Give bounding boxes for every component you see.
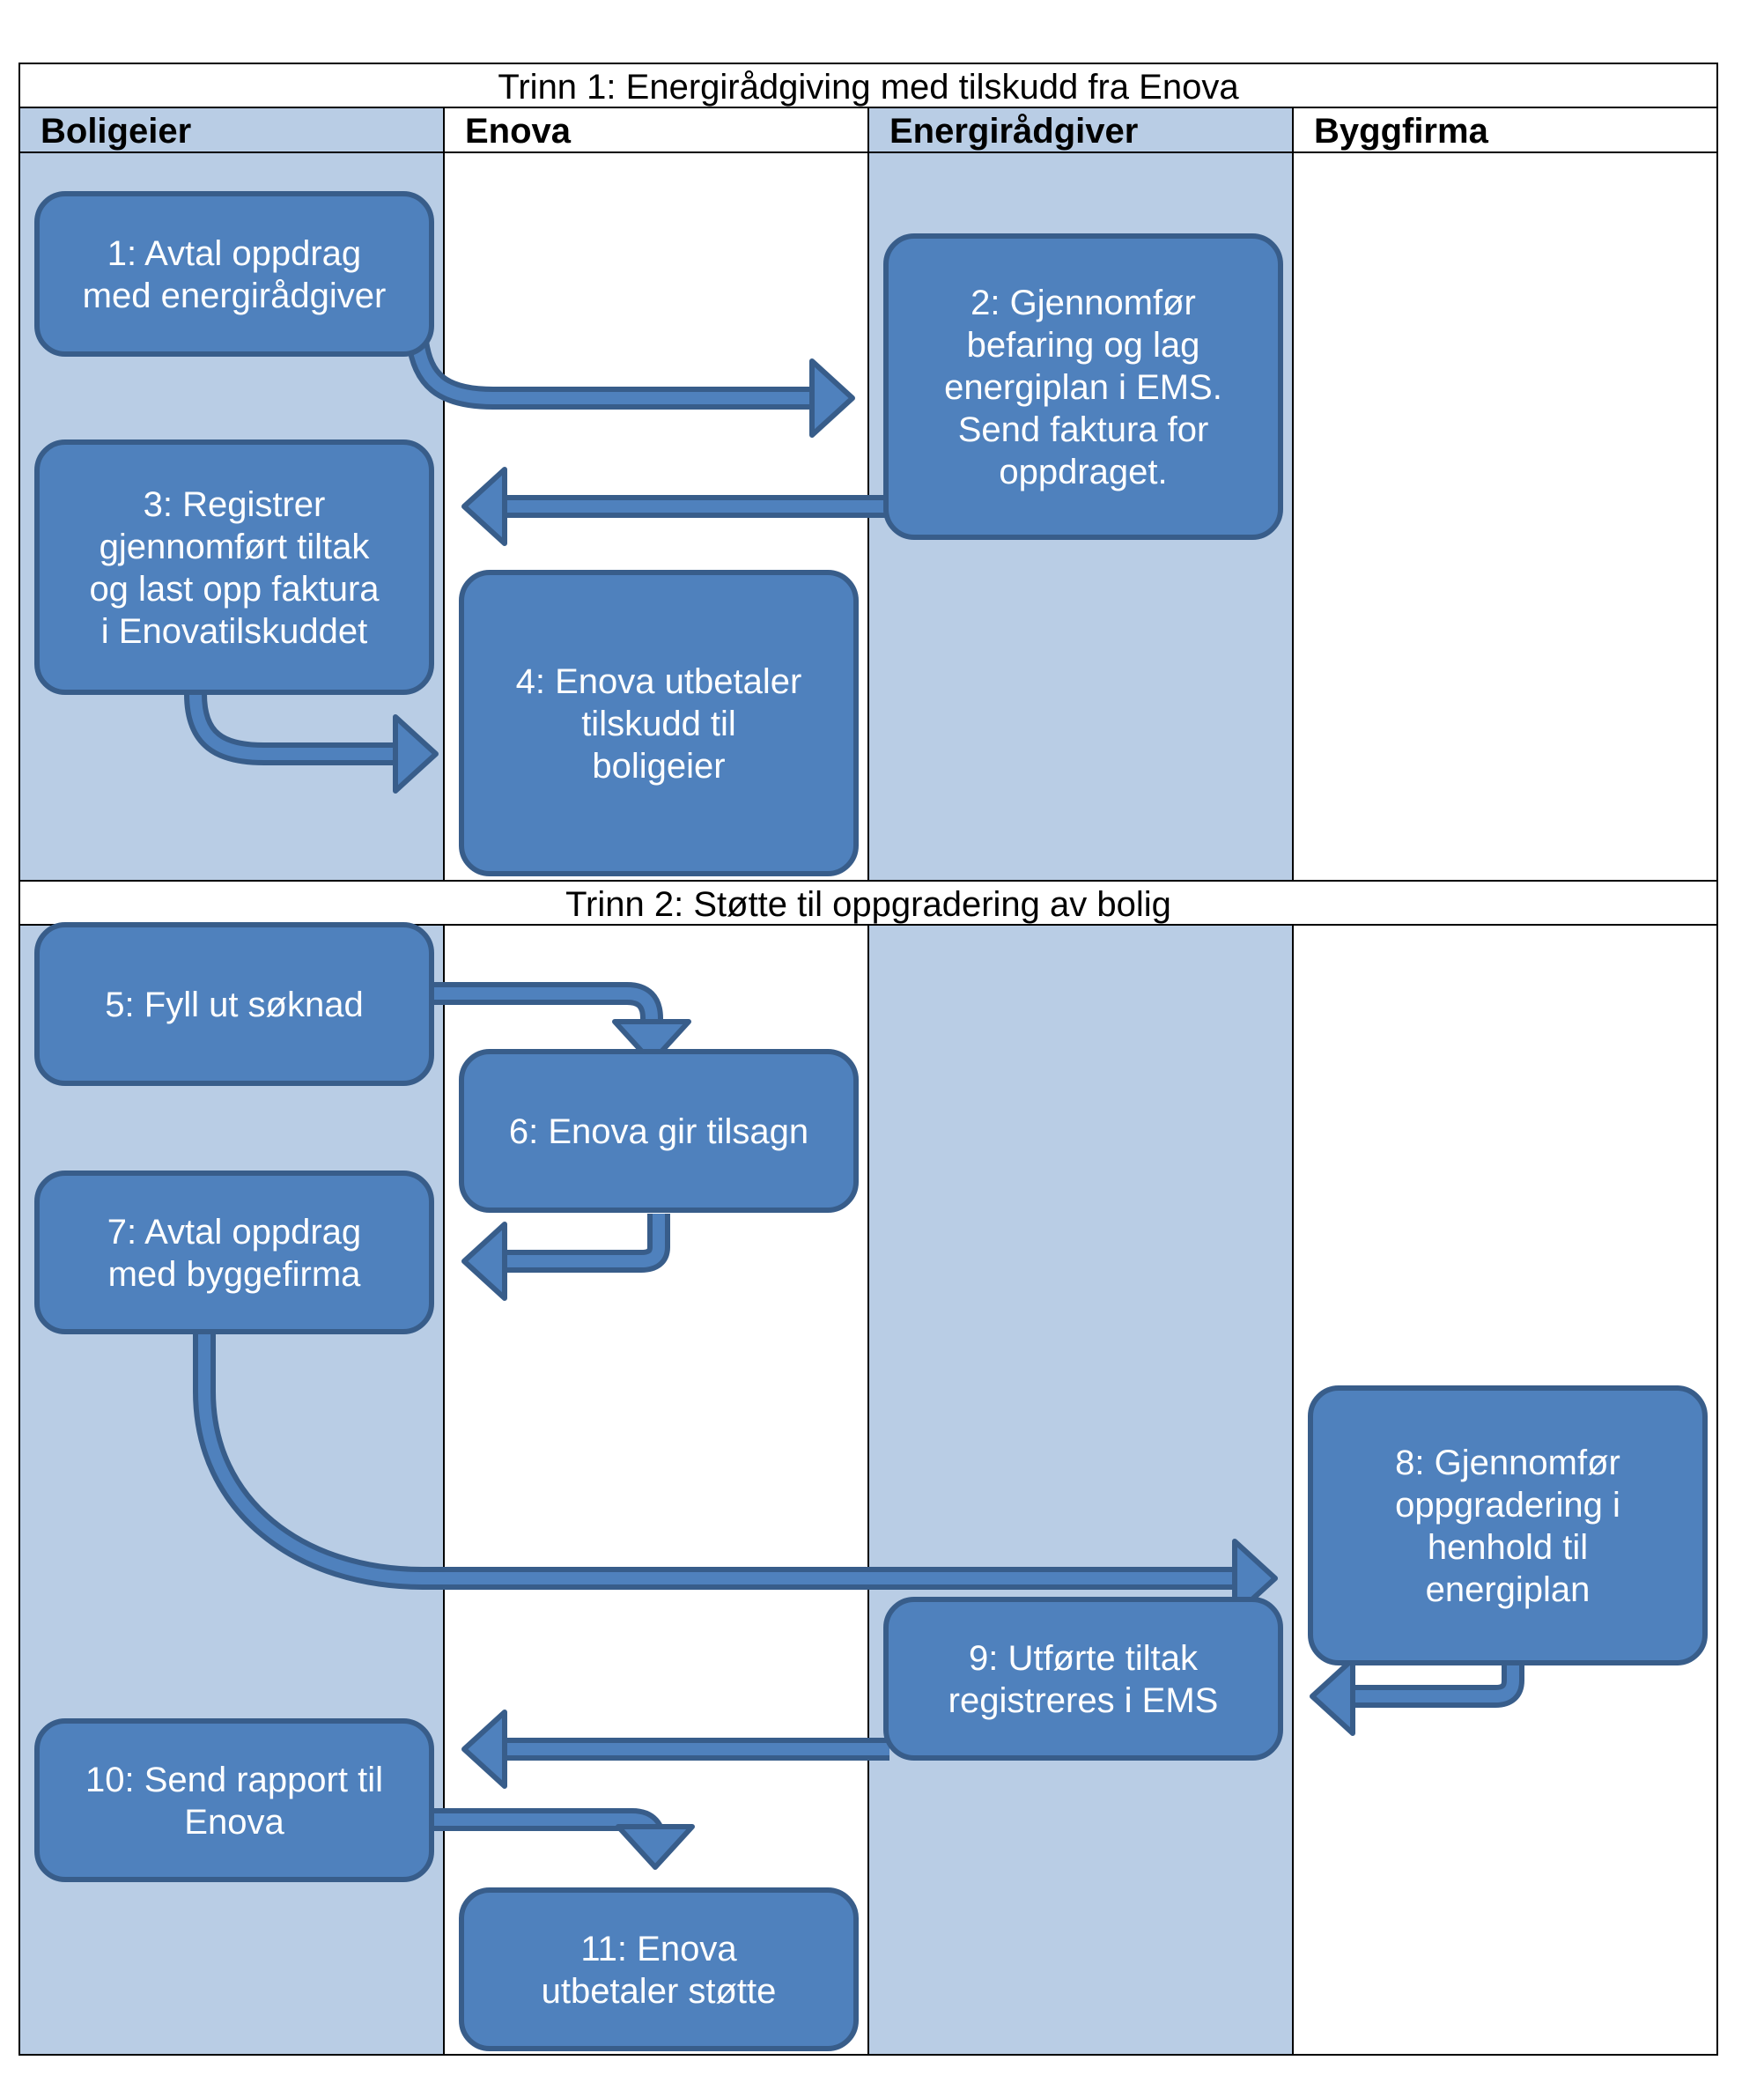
arrow-shaft bbox=[499, 1214, 665, 1267]
arrow-head bbox=[616, 1824, 695, 1870]
lane-header-energiradgiver: Energirådgiver bbox=[889, 112, 1138, 151]
flow-arrow-3-to-4 bbox=[184, 693, 439, 794]
arrow-shaft bbox=[189, 693, 401, 760]
step-11-text-line: utbetaler støtte bbox=[542, 1972, 777, 2011]
step-2-text-line: energiplan i EMS. bbox=[944, 368, 1222, 407]
arrow-shaft-outline bbox=[406, 339, 817, 410]
step-7-text-line: 7: Avtal oppdrag bbox=[107, 1213, 361, 1252]
step-5-text-line: 5: Fyll ut søknad bbox=[105, 986, 363, 1024]
step-1-text-line: 1: Avtal oppdrag bbox=[107, 234, 361, 273]
arrow-shaft-outline bbox=[499, 1214, 670, 1273]
arrow-head bbox=[461, 1222, 507, 1301]
step-4-text-line: tilskudd til bbox=[581, 705, 736, 743]
step-11-text-line: 11: Enova bbox=[580, 1930, 737, 1968]
step-2-box bbox=[883, 233, 1283, 540]
flow-arrow-6-to-7 bbox=[461, 1214, 670, 1301]
lane-header-boligeier: Boligeier bbox=[41, 112, 191, 151]
step-2-text-line: Send faktura for bbox=[958, 410, 1209, 449]
step-8-box bbox=[1308, 1385, 1708, 1665]
arrow-head bbox=[461, 1710, 507, 1789]
step-8-text-line: energiplan bbox=[1426, 1570, 1591, 1609]
lane-header-byggfirma: Byggfirma bbox=[1314, 112, 1489, 151]
flow-arrow-10-to-11 bbox=[428, 1808, 695, 1870]
arrow-shaft bbox=[1347, 1656, 1519, 1702]
arrow-head bbox=[809, 358, 855, 438]
step-9-text-line: registreres i EMS bbox=[948, 1681, 1219, 1720]
stage-2-title: Trinn 2: Støtte til oppgradering av boli… bbox=[565, 885, 1171, 924]
arrow-head bbox=[612, 1019, 691, 1065]
step-3-text-line: i Enovatilskuddet bbox=[101, 612, 367, 651]
step-1-box bbox=[34, 191, 434, 357]
step-10-box bbox=[34, 1718, 434, 1882]
step-7-text-line: med byggefirma bbox=[108, 1255, 362, 1294]
arrow-shaft bbox=[428, 987, 658, 1027]
step-8-text-line: henhold til bbox=[1428, 1528, 1588, 1567]
step-5: 5: Fyll ut søknad bbox=[34, 922, 434, 1086]
step-3-box bbox=[34, 439, 434, 695]
step-8-text-line: 8: Gjennomfør bbox=[1395, 1444, 1620, 1482]
process-steps: 1: Avtal oppdrag med energirådgiver 2: Gje… bbox=[34, 191, 1708, 2051]
step-5-box bbox=[34, 922, 434, 1086]
step-3: 3: Registrer gjennomført tiltak og last op… bbox=[34, 439, 434, 695]
step-2-text-line: 2: Gjennomfør bbox=[971, 284, 1196, 322]
step-6-text-line: 6: Enova gir tilsagn bbox=[509, 1112, 808, 1151]
stage-1-title: Trinn 1: Energirådgiving med tilskudd fr… bbox=[498, 68, 1239, 107]
step-9-box bbox=[883, 1597, 1283, 1761]
step-11: 11: Enova utbetaler støtte bbox=[459, 1887, 859, 2051]
flow-arrow-2-to-3 bbox=[461, 467, 889, 546]
step-2-text-line: oppdraget. bbox=[999, 453, 1167, 491]
flow-arrow-8-to-9 bbox=[1310, 1656, 1524, 1736]
flow-arrow-5-to-6 bbox=[428, 982, 691, 1065]
step-1-text-line: med energirådgiver bbox=[83, 277, 387, 315]
arrow-head bbox=[393, 714, 439, 794]
lane-shade-energiradgiver-stage-2 bbox=[868, 925, 1293, 2055]
step-11-box bbox=[459, 1887, 859, 2051]
flow-arrow-9-to-10 bbox=[461, 1710, 889, 1789]
step-4: 4: Enova utbetaler tilskudd til boligeier bbox=[459, 570, 859, 876]
step-4-text-line: boligeier bbox=[592, 747, 725, 786]
step-10-text-line: Enova bbox=[184, 1803, 284, 1842]
step-9-text-line: 9: Utførte tiltak bbox=[969, 1639, 1199, 1678]
step-3-text-line: 3: Registrer bbox=[144, 485, 326, 524]
flow-arrow-1-to-2 bbox=[406, 339, 855, 438]
arrow-head bbox=[461, 467, 507, 546]
step-3-text-line: gjennomført tiltak bbox=[100, 528, 371, 566]
step-1: 1: Avtal oppdrag med energirådgiver bbox=[34, 191, 434, 357]
arrow-shaft bbox=[198, 1333, 1240, 1584]
step-8-text-line: oppgradering i bbox=[1395, 1486, 1620, 1525]
arrow-head bbox=[1310, 1657, 1355, 1736]
step-10-text-line: 10: Send rapport til bbox=[85, 1761, 383, 1799]
flow-arrows bbox=[184, 339, 1524, 1870]
step-6: 6: Enova gir tilsagn bbox=[459, 1049, 859, 1213]
step-7-box bbox=[34, 1171, 434, 1334]
step-6-box bbox=[459, 1049, 859, 1213]
step-2-text-line: befaring og lag bbox=[967, 326, 1200, 365]
step-3-text-line: og last opp faktura bbox=[89, 570, 380, 609]
headers: Trinn 1: Energirådgiving med tilskudd fr… bbox=[41, 68, 1489, 924]
step-4-text-line: 4: Enova utbetaler bbox=[516, 662, 802, 701]
arrow-shaft bbox=[411, 340, 817, 404]
step-4-box bbox=[459, 570, 859, 876]
lane-header-enova: Enova bbox=[465, 112, 572, 151]
